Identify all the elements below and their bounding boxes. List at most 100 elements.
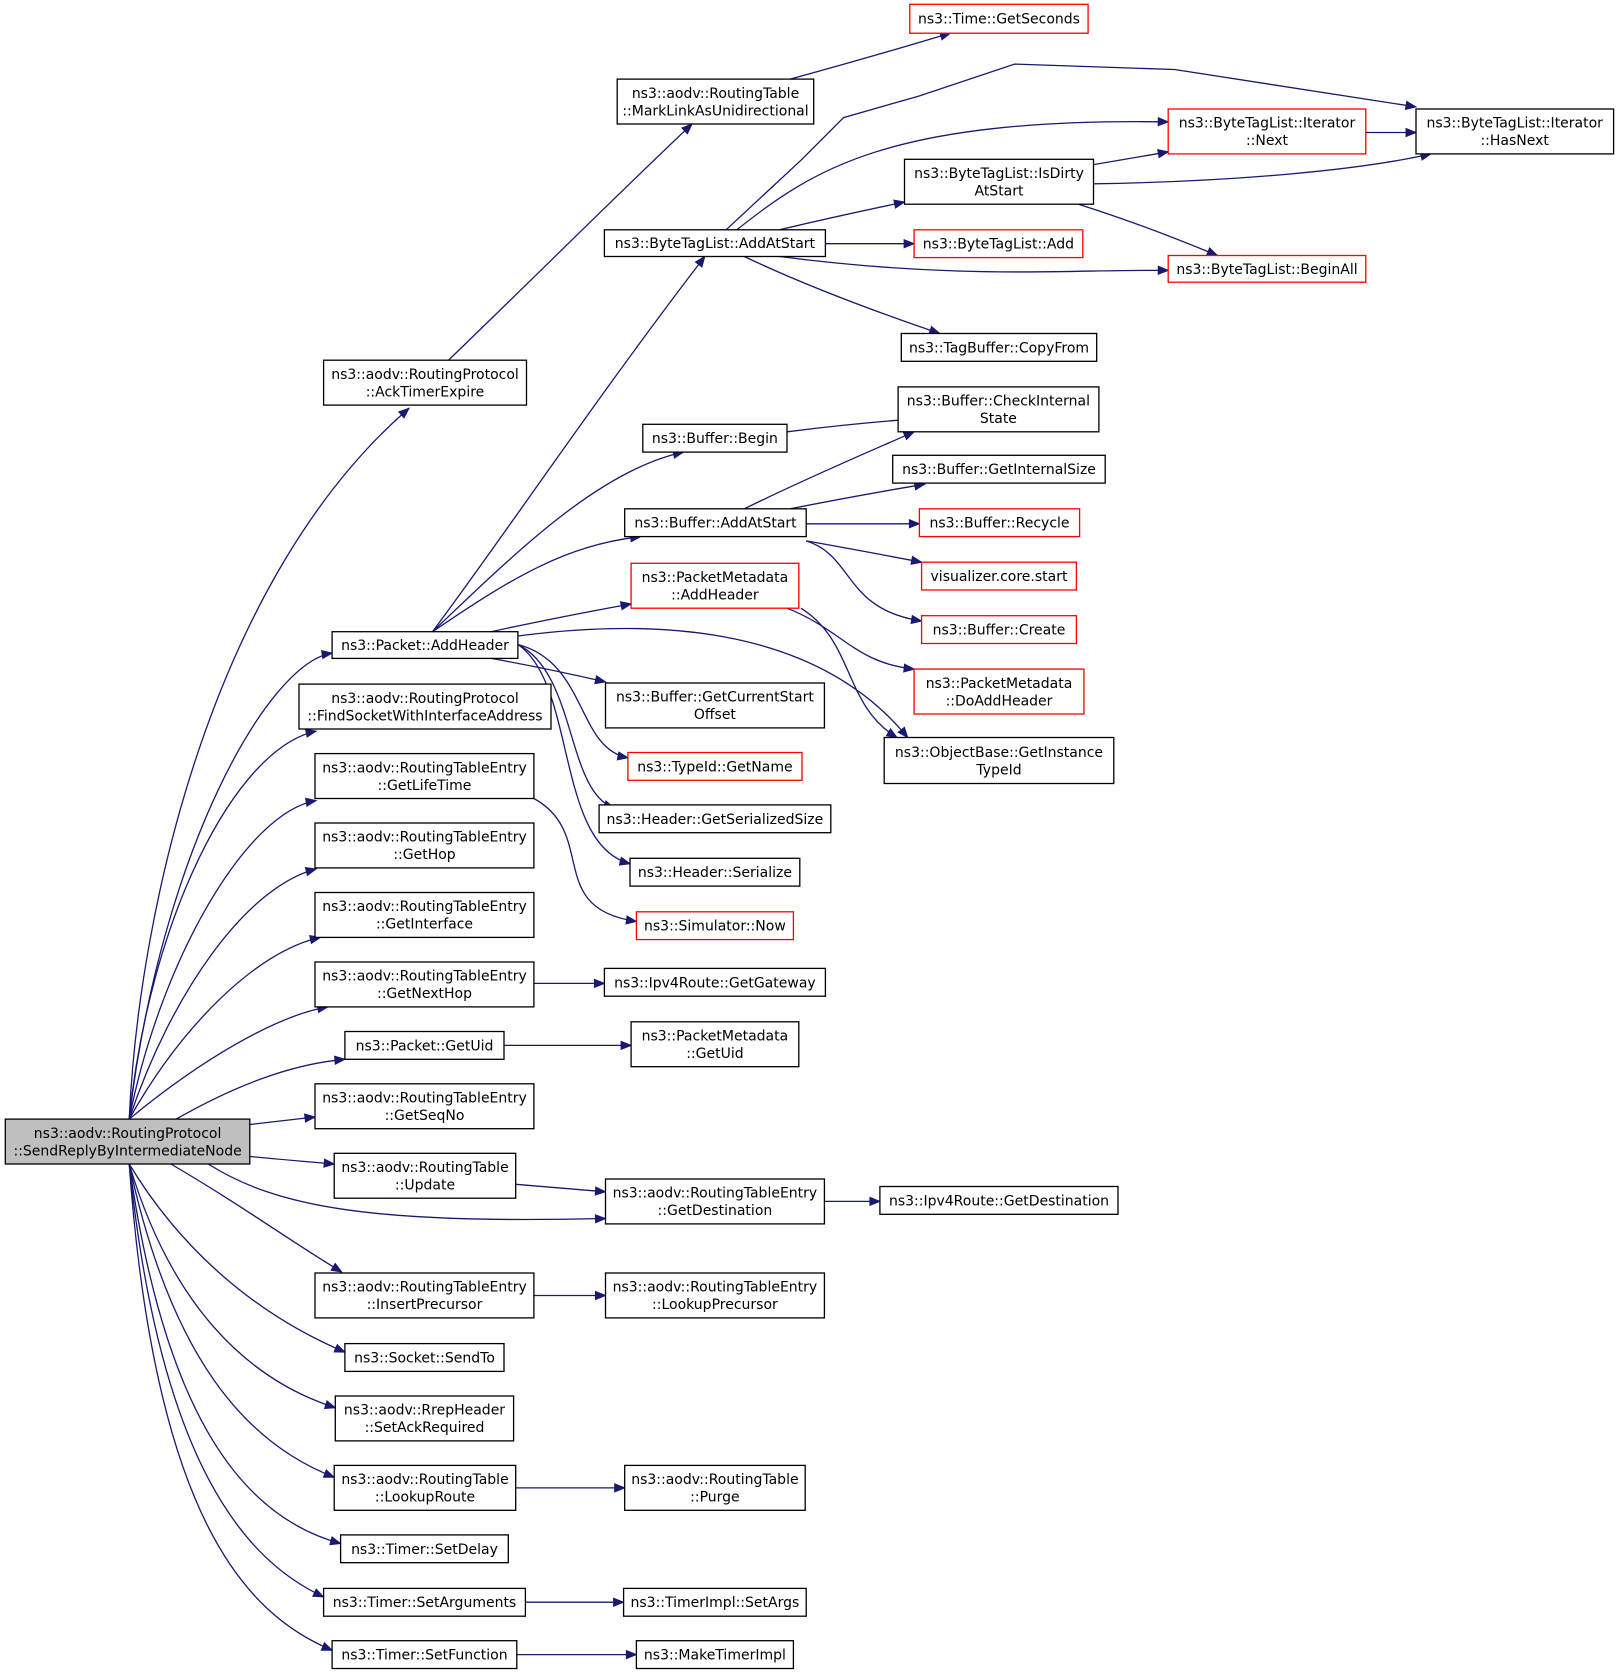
arrowhead (320, 1641, 334, 1651)
node-nexthop[interactable]: ns3::aodv::RoutingTableEntry::GetNextHop (314, 961, 535, 1008)
node-label: ns3::aodv::RoutingTableEntry (322, 1280, 527, 1296)
node-beginall[interactable]: ns3::ByteTagList::BeginAll (1167, 254, 1367, 283)
node-setack[interactable]: ns3::aodv::RrepHeader::SetAckRequired (334, 1395, 515, 1442)
node-lifetime[interactable]: ns3::aodv::RoutingTableEntry::GetLifeTim… (314, 752, 535, 800)
call-edge (790, 31, 952, 80)
node-label: ns3::Simulator::Now (644, 919, 786, 935)
node-doaddhdr[interactable]: ns3::PacketMetadata::DoAddHeader (913, 668, 1085, 715)
call-edge (432, 533, 643, 633)
node-intsize[interactable]: ns3::Buffer::GetInternalSize (892, 454, 1106, 484)
node-getif[interactable]: ns3::aodv::RoutingTableEntry::GetInterfa… (314, 891, 535, 939)
node-tagcopy[interactable]: ns3::TagBuffer::CopyFrom (900, 332, 1098, 362)
node-recycle[interactable]: ns3::Buffer::Recycle (918, 508, 1081, 538)
node-label: AtStart (974, 184, 1024, 200)
node-box (298, 683, 552, 730)
edge-line (128, 799, 317, 1120)
arrowhead (903, 238, 916, 249)
node-label: ns3::Packet::AddHeader (341, 638, 509, 654)
node-gethop[interactable]: ns3::aodv::RoutingTableEntry::GetHop (314, 822, 535, 869)
node-maketimer[interactable]: ns3::MakeTimerImpl (635, 1640, 795, 1670)
node-label: ::AddHeader (671, 588, 759, 604)
node-addhdr[interactable]: ns3::Packet::AddHeader (331, 631, 519, 660)
node-purge[interactable]: ns3::aodv::RoutingTable::Purge (624, 1464, 806, 1511)
arrowhead (1157, 265, 1170, 276)
node-label: visualizer.core.start (931, 569, 1068, 585)
call-edge (128, 1003, 330, 1120)
node-serialize[interactable]: ns3::Header::Serialize (629, 857, 801, 887)
node-vizstart[interactable]: visualizer.core.start (920, 561, 1078, 591)
node-lookroute[interactable]: ns3::aodv::RoutingTable::LookupRoute (333, 1464, 517, 1511)
node-root[interactable]: ns3::aodv::RoutingProtocol::SendReplyByI… (4, 1118, 251, 1165)
node-box (333, 1152, 517, 1199)
node-pmaddhdr[interactable]: ns3::PacketMetadata::AddHeader (630, 562, 800, 609)
call-edge (800, 607, 899, 739)
node-box (913, 229, 1084, 259)
node-label: ns3::aodv::RoutingProtocol (331, 691, 519, 707)
node-pmgetuid[interactable]: ns3::PacketMetadata::GetUid (630, 1021, 800, 1068)
arrowhead (593, 978, 606, 989)
node-box (331, 1640, 518, 1670)
node-hasnext[interactable]: ns3::ByteTagList::Iterator::HasNext (1415, 108, 1615, 155)
arrowhead (1405, 127, 1418, 138)
node-label: ::GetSeqNo (385, 1108, 465, 1124)
node-label: ns3::Buffer::GetInternalSize (902, 462, 1096, 478)
call-edge (825, 238, 916, 249)
node-getuid[interactable]: ns3::Packet::GetUid (344, 1030, 505, 1060)
node-sersize[interactable]: ns3::Header::GetSerializedSize (598, 804, 832, 834)
node-box (333, 1464, 517, 1511)
node-update[interactable]: ns3::aodv::RoutingTable::Update (333, 1152, 517, 1199)
node-box (334, 1395, 515, 1442)
edge-line (431, 256, 706, 633)
node-timersetargs[interactable]: ns3::TimerImpl::SetArgs (622, 1587, 807, 1617)
node-getseconds[interactable]: ns3::Time::GetSeconds (909, 3, 1089, 34)
node-bufaddstart[interactable]: ns3::Buffer::AddAtStart (624, 508, 807, 538)
node-box (1415, 108, 1615, 155)
node-setfunc[interactable]: ns3::Timer::SetFunction (331, 1640, 518, 1670)
node-label: ::SendReplyByIntermediateNode (13, 1143, 241, 1159)
call-edge (779, 199, 906, 231)
node-gdest[interactable]: ns3::Ipv4Route::GetDestination (879, 1185, 1119, 1215)
arrowhead (304, 797, 318, 808)
node-seqno[interactable]: ns3::aodv::RoutingTableEntry::GetSeqNo (314, 1083, 535, 1130)
call-edge (491, 657, 607, 685)
call-edge (515, 1183, 607, 1196)
node-btladd[interactable]: ns3::ByteTagList::Add (913, 229, 1084, 259)
arrowhead (330, 1262, 343, 1273)
edge-line (517, 627, 909, 738)
node-box (314, 822, 535, 869)
node-btladdstart[interactable]: ns3::ByteTagList::AddAtStart (603, 229, 827, 258)
node-sendto[interactable]: ns3::Socket::SendTo (344, 1342, 505, 1373)
node-setdelay[interactable]: ns3::Timer::SetDelay (339, 1534, 509, 1564)
node-simnow[interactable]: ns3::Simulator::Now (635, 911, 795, 941)
node-label: ns3::aodv::RoutingTable (341, 1160, 508, 1176)
arrowhead (910, 555, 923, 565)
node-tidname[interactable]: ns3::TypeId::GetName (627, 751, 803, 781)
node-box (900, 332, 1098, 362)
node-label: ::MarkLinkAsUnidirectional (622, 103, 808, 119)
node-itnext[interactable]: ns3::ByteTagList::Iterator::Next (1167, 108, 1367, 155)
edge-line (786, 418, 915, 433)
call-edge (207, 1163, 607, 1224)
node-gateway[interactable]: ns3::Ipv4Route::GetGateway (603, 967, 827, 997)
edge-line (779, 255, 1169, 273)
node-ack[interactable]: ns3::aodv::RoutingProtocol::AckTimerExpi… (322, 359, 528, 406)
node-getdest[interactable]: ns3::aodv::RoutingTableEntry::GetDestina… (604, 1178, 826, 1225)
call-edge (128, 1163, 325, 1598)
node-insprec[interactable]: ns3::aodv::RoutingTableEntry::InsertPrec… (314, 1272, 535, 1319)
edge-line (806, 540, 922, 563)
call-edge (128, 407, 411, 1120)
node-label: ns3::aodv::RoutingTable (631, 1472, 798, 1488)
node-label: ns3::ByteTagList::IsDirty (914, 166, 1084, 182)
node-setargs[interactable]: ns3::Timer::SetArguments (322, 1587, 527, 1617)
node-bufbegin[interactable]: ns3::Buffer::Begin (642, 423, 788, 453)
node-lookprec[interactable]: ns3::aodv::RoutingTableEntry::LookupPrec… (604, 1272, 826, 1319)
arrowhead (397, 407, 411, 419)
node-marklink[interactable]: ns3::aodv::RoutingTable::MarkLinkAsUnidi… (616, 78, 815, 125)
node-findsock[interactable]: ns3::aodv::RoutingProtocol::FindSocketWi… (298, 683, 552, 730)
node-box (622, 1587, 807, 1617)
node-bufcreate[interactable]: ns3::Buffer::Create (920, 615, 1078, 645)
